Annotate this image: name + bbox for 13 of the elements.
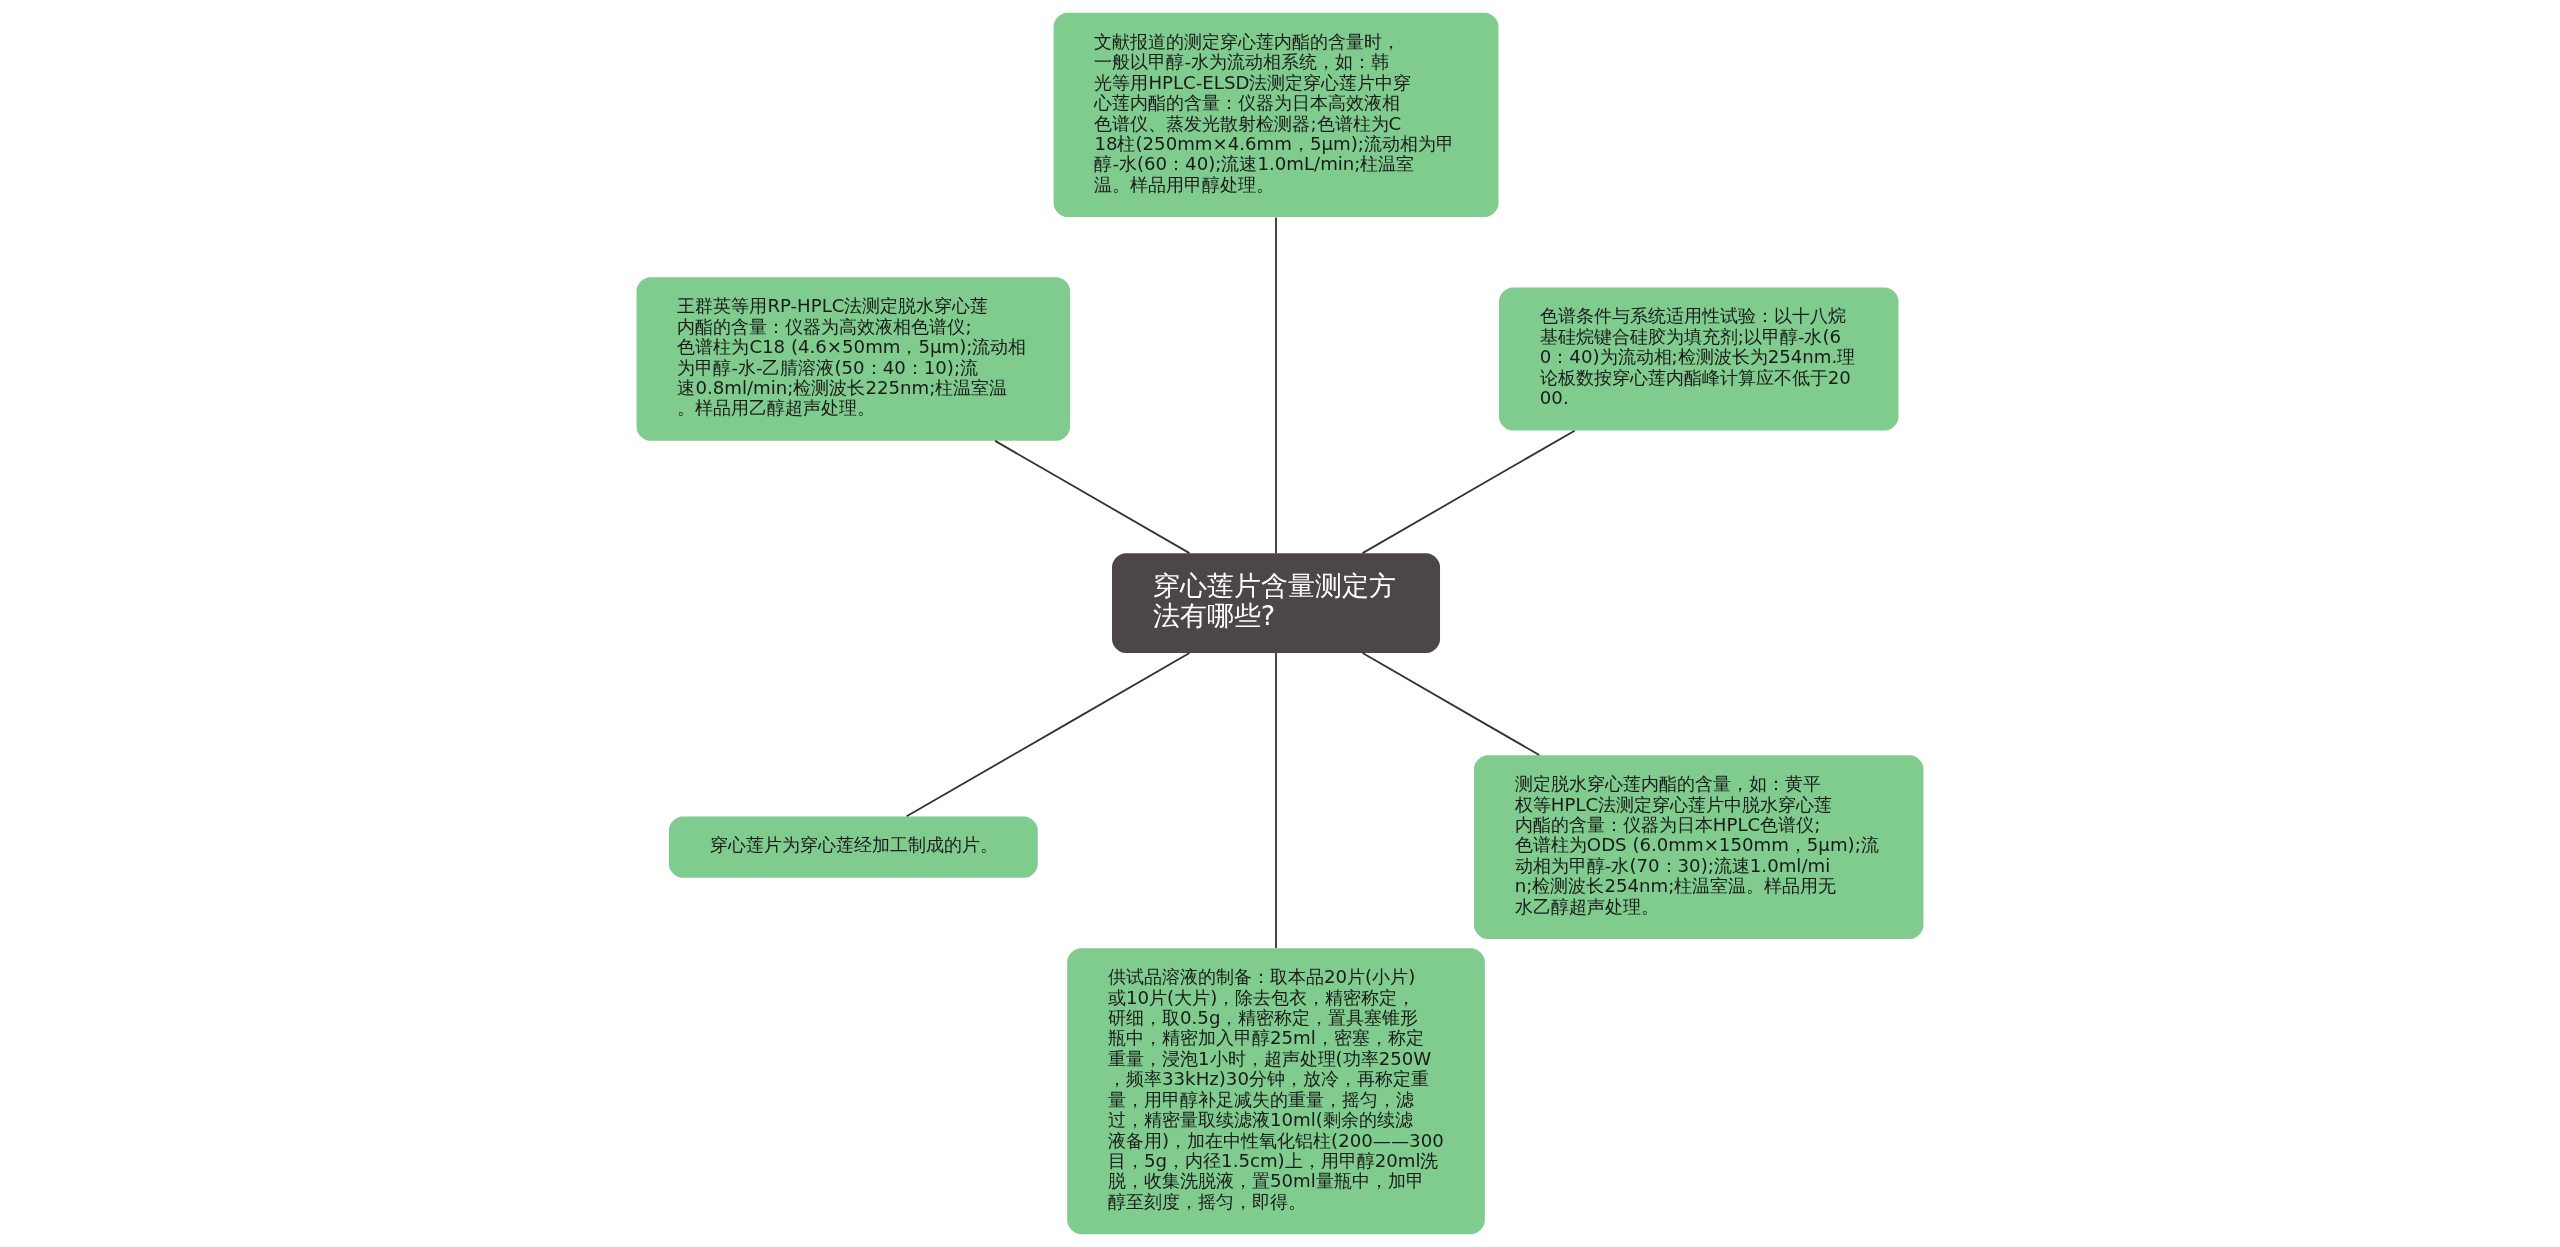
node-box: 测定脱水穿心莲内酯的含量，如：黄平权等HPLC法测定穿心莲片中脱水穿心莲内酯的含量：仪器为日本HPLC色谱仪;色谱柱为ODS (6.0mm×150mm，5μm);流动相为甲醇-水(70：30);流速1.0ml/min;检测波长254nm;柱温室温。样品用无水乙醇超声处理。 bbox=[1474, 755, 1924, 940]
node-box: 色谱条件与系统适用性试验：以十八烷基硅烷键合硅胶为填充剂;以甲醇-水(60：40)为流动相;检测波长为254nm.理论板数按穿心莲内酯峰计算应不低于2000. bbox=[1498, 287, 1899, 431]
connector bbox=[1275, 652, 1277, 949]
node-box: 穿心莲片含量测定方法有哪些? bbox=[1112, 553, 1441, 653]
node-box: 供试品溶液的制备：取本品20片(小片)或10片(大片)，除去包衣，精密称定，研细，取0.5g，精密称定，置具塞锥形瓶中，精密加入甲醇25ml，密塞，称定重量，浸泡1小时，超声处理(功率250W，频率33kHz)30分钟，放冷，再称定重量，用甲醇补足减失的重量，摇匀，滤过，精密量取续滤液10ml(剩余的续滤液备用)，加在中性氧化铝柱(200——300目，5g，内径1.5cm)上，用甲醇20ml洗脱，收集洗脱液，置50ml量瓶中，加甲醇至刻度，摇匀，即得。 bbox=[1067, 948, 1485, 1235]
node-box: 王群英等用RP-HPLC法测定脱水穿心莲内酯的含量：仪器为高效液相色谱仪;色谱柱为C18 (4.6×50mm，5μm);流动相为甲醇-水-乙腈溶液(50：40：10);流速0.8ml/min;检测波长225nm;柱温室温。样品用乙醇超声处理。 bbox=[636, 277, 1071, 441]
node-box: 文献报道的测定穿心莲内酯的含量时，一般以甲醇-水为流动相系统，如：韩光等用HPLC-ELSD法测定穿心莲片中穿心莲内酯的含量：仪器为日本高效液相色谱仪、蒸发光散射检测器;色谱柱为C18柱(250mm×4.6mm，5μm);流动相为甲醇-水(60：40);流速1.0mL/min;柱温室温。样品用甲醇处理。 bbox=[1053, 12, 1499, 218]
connector bbox=[1275, 216, 1277, 555]
connector bbox=[1361, 652, 1541, 756]
connector bbox=[994, 439, 1191, 554]
connector bbox=[905, 652, 1191, 818]
connector bbox=[1361, 429, 1576, 554]
node-box: 穿心莲片为穿心莲经加工制成的片。 bbox=[668, 816, 1038, 878]
